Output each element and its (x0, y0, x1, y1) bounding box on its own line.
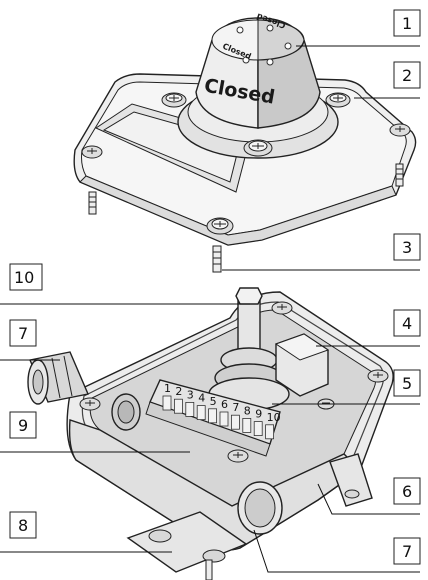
terminal-screw (242, 417, 252, 433)
terminal-number: 5 (210, 395, 217, 408)
housing-screw (79, 397, 101, 411)
side-port (111, 393, 141, 431)
dome-dot (284, 42, 292, 50)
terminal-number: 7 (232, 401, 239, 414)
lid-screw-front (243, 139, 273, 157)
terminal-screw (208, 408, 218, 424)
callout-number: 7 (18, 324, 28, 343)
terminal-screw (230, 414, 240, 430)
terminal-number: 4 (198, 392, 205, 405)
lid-screw-thread-front (212, 245, 222, 273)
callout-number: 1 (402, 14, 412, 33)
terminal-screw (253, 421, 263, 437)
callout-2: 2 (393, 61, 421, 89)
housing-screw (367, 369, 389, 383)
lid-assembly: Closed Closed Closed (73, 11, 417, 273)
lid-corner-screw-front (206, 217, 234, 235)
callout-leaders (0, 45, 420, 573)
mounting-bracket (126, 453, 373, 580)
leader-7-bottom (253, 529, 420, 573)
terminal-screw (265, 424, 275, 440)
callout-number: 5 (402, 374, 412, 393)
lid-screw-thread-right (395, 163, 404, 187)
dome-dot (236, 26, 244, 34)
dome-dot (266, 24, 274, 32)
terminal-screw (162, 395, 172, 411)
terminal-number: 1 (164, 382, 171, 395)
terminal-screw (219, 411, 229, 427)
callout-number: 9 (18, 416, 28, 435)
dome-dot (266, 58, 274, 66)
leader-6 (317, 483, 420, 515)
terminal-number: 2 (175, 385, 182, 398)
callout-number: 8 (18, 516, 28, 535)
switch-module (274, 333, 330, 397)
terminal-number: 9 (255, 408, 262, 421)
lid-screw-left (161, 92, 187, 108)
lid-screw-thread-left (88, 191, 97, 215)
callout-3: 3 (393, 233, 421, 261)
callout-1: 1 (393, 9, 421, 37)
dome-dot (242, 56, 250, 64)
callout-6: 6 (393, 477, 421, 505)
callout-number: 7 (402, 542, 412, 561)
terminal-screw (173, 398, 183, 414)
housing-screw (227, 449, 249, 463)
callout-7-bottom: 7 (393, 537, 421, 565)
lid-front-skirt (79, 175, 397, 246)
lid-corner-screw-right (389, 123, 411, 137)
callout-number: 10 (14, 268, 34, 287)
callout-7-top: 7 (9, 319, 37, 347)
terminal-number: 6 (221, 398, 228, 411)
callout-5: 5 (393, 369, 421, 397)
callout-number: 3 (402, 238, 412, 257)
front-port (237, 481, 283, 535)
callout-10: 10 (9, 263, 43, 291)
terminal-number: 3 (187, 388, 194, 401)
callout-number: 4 (402, 314, 412, 333)
lid-corner-screw-left (81, 145, 103, 159)
terminal-screw (185, 401, 195, 417)
lid-screw-right (325, 92, 351, 108)
callout-4: 4 (393, 309, 421, 337)
callout-number: 6 (402, 482, 412, 501)
callout-9: 9 (9, 411, 37, 439)
callout-8: 8 (9, 511, 37, 539)
terminal-number: 10 (267, 411, 281, 424)
callout-number: 2 (402, 66, 412, 85)
housing-screw (271, 301, 293, 315)
terminal-number: 8 (244, 404, 251, 417)
cable-gland (27, 351, 89, 405)
terminal-screw (196, 405, 206, 421)
